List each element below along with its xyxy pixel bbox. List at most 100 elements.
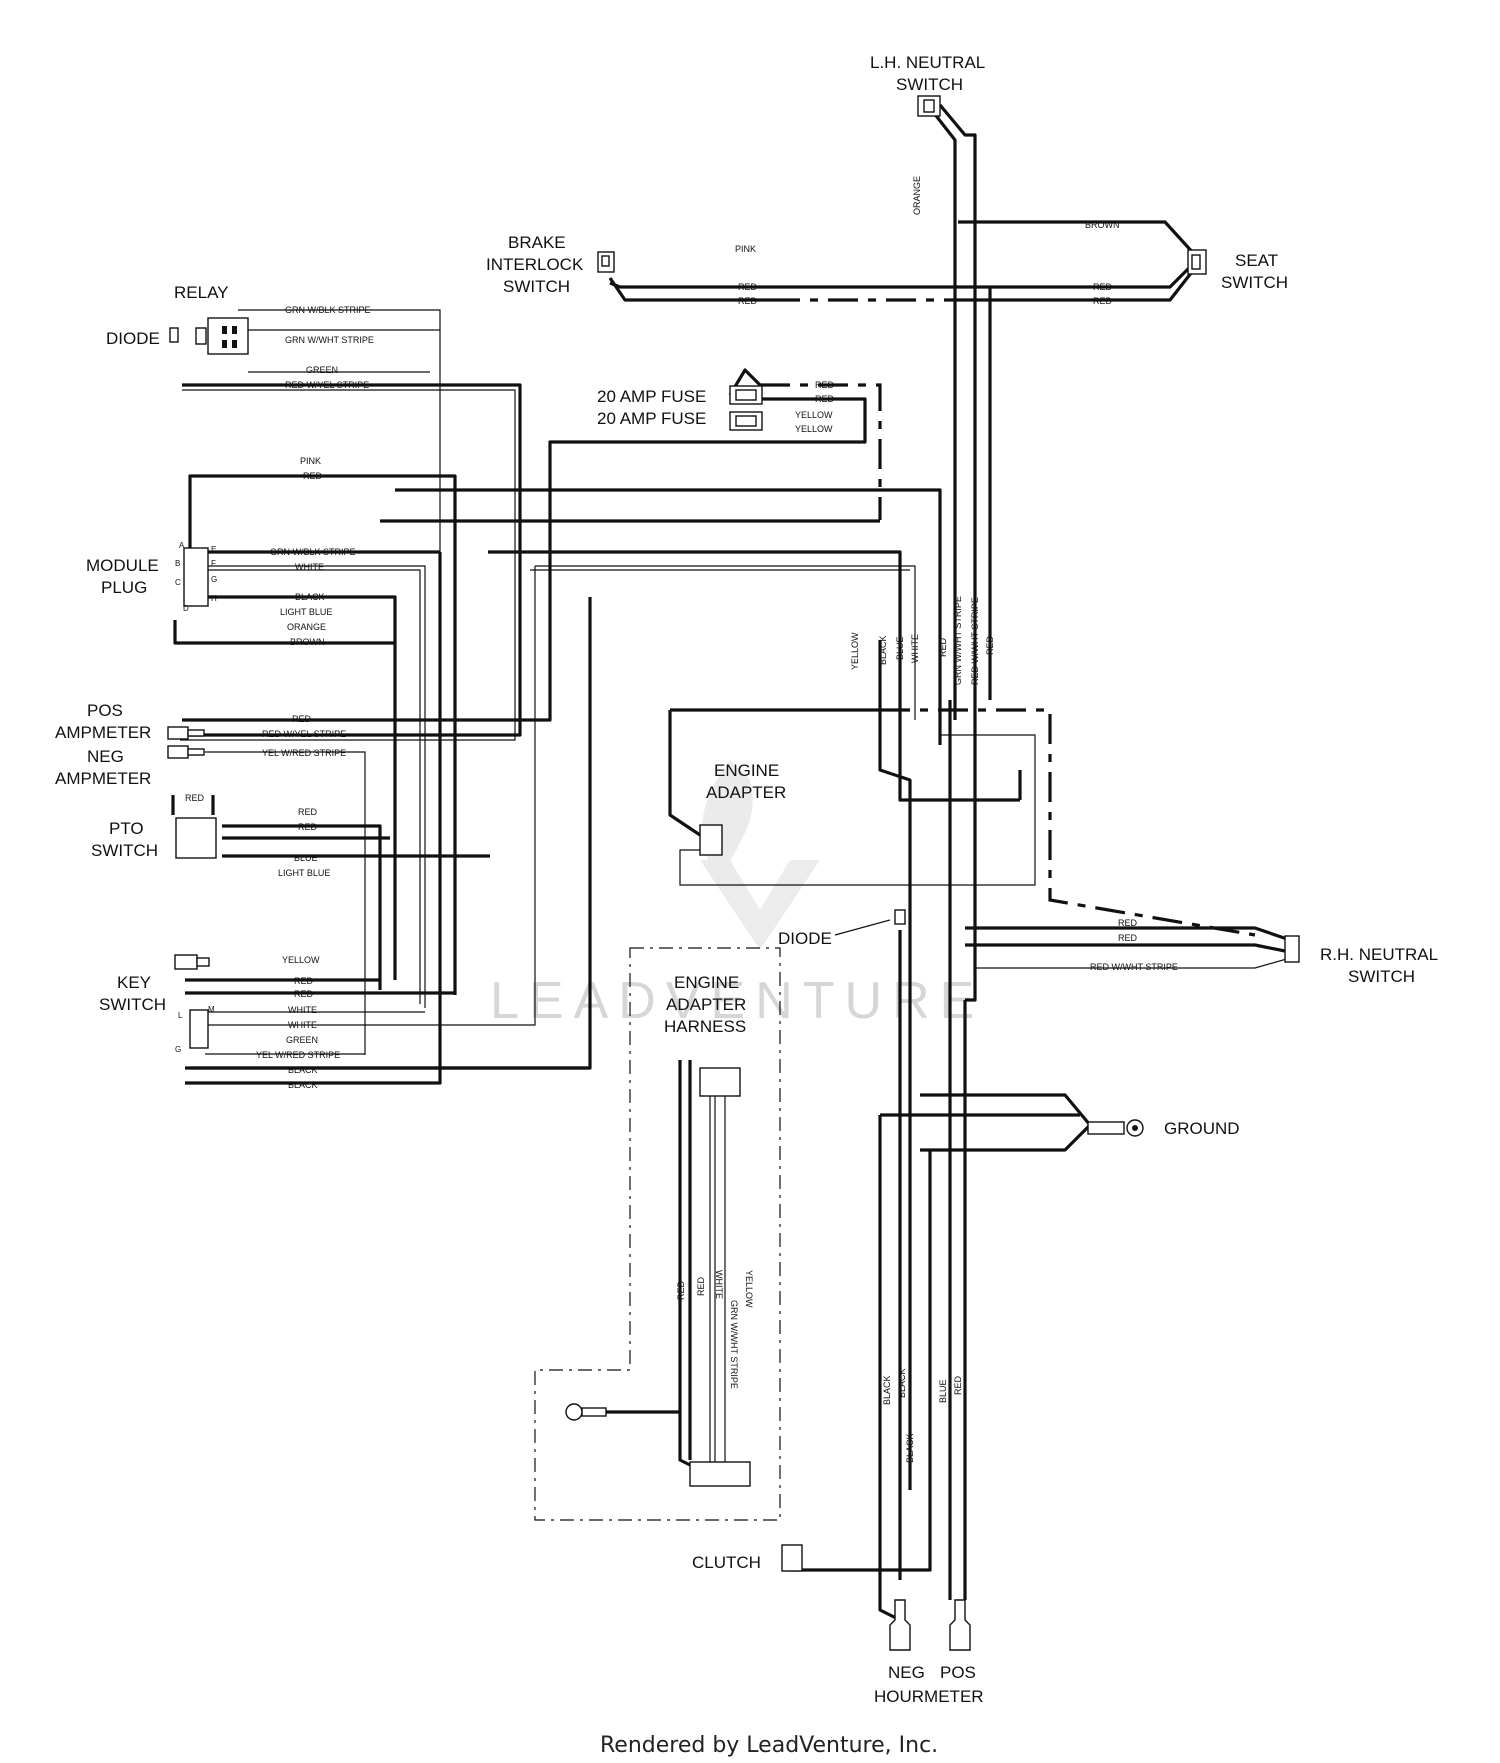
module-plug-label-2: PLUG xyxy=(101,578,147,597)
lh-neutral-switch-label-1: L.H. NEUTRAL xyxy=(870,53,985,72)
pos-ammeter-terminal xyxy=(167,726,205,740)
pto-switch-connector xyxy=(175,817,217,859)
rh-neutral-switch-label-2: SWITCH xyxy=(1348,967,1415,986)
wire-label-relay-green: GREEN xyxy=(306,365,338,375)
clutch-label: CLUTCH xyxy=(692,1553,761,1572)
wire-label-v-blue: BLUE xyxy=(895,636,905,660)
rh-neutral-switch-label-1: R.H. NEUTRAL xyxy=(1320,945,1438,964)
brake-interlock-label-1: BRAKE xyxy=(508,233,566,252)
wire-label-fuse-red-2: RED xyxy=(815,394,835,404)
wire-label-module-white: WHITE xyxy=(295,562,324,572)
wire-label-v-grn-wht: GRN W/WHT STRIPE xyxy=(953,596,963,685)
neg-hourmeter-terminal xyxy=(889,1599,911,1651)
wire-label-v-white: WHITE xyxy=(910,634,920,663)
wire-label-key-red-2: RED xyxy=(294,989,314,999)
wire-label-orange-vertical: ORANGE xyxy=(912,176,922,215)
footer-credit: Rendered by LeadVenture, Inc. xyxy=(600,1733,938,1758)
wire-label-bottom-black-3: BLACK xyxy=(905,1433,915,1463)
seat-switch-connector xyxy=(1187,249,1207,275)
wire-label-key-white-1: WHITE xyxy=(288,1005,317,1015)
ground-ring-terminal xyxy=(1087,1119,1144,1137)
wire-label-harness-grn-wht: GRN W/WHT STRIPE xyxy=(729,1300,739,1389)
relay-diode-label: DIODE xyxy=(106,329,160,348)
seat-switch-label-1: SEAT xyxy=(1235,251,1278,270)
watermark-text: LEADVENTURE xyxy=(490,972,984,1030)
wire-label-fuse-yellow-2: YELLOW xyxy=(795,424,833,434)
wire-label-key-white-2: WHITE xyxy=(288,1020,317,1030)
ground-label: GROUND xyxy=(1164,1119,1240,1138)
wire-label-fuse-red-1: RED xyxy=(815,380,835,390)
wire-label-rh-red-2: RED xyxy=(1118,933,1138,943)
wire-label-v-red: RED xyxy=(938,637,948,657)
wire-label-key-yellow: YELLOW xyxy=(282,955,320,965)
module-pin-b: B xyxy=(175,559,180,568)
hourmeter-label: HOURMETER xyxy=(874,1687,984,1706)
wire-label-relay-red-yel: RED W/YEL STRIPE xyxy=(285,380,369,390)
wire-label-harness-white: WHITE xyxy=(714,1270,724,1299)
harness-bottom-connector xyxy=(689,1461,751,1487)
module-pin-e: E xyxy=(211,545,216,554)
pos-hourmeter-terminal xyxy=(949,1599,971,1651)
module-pin-a: A xyxy=(179,541,185,550)
wire-label-rh-red-1: RED xyxy=(1118,918,1138,928)
module-pin-h: H xyxy=(211,594,217,603)
wire-label-pto-red-1: RED xyxy=(298,807,318,817)
pos-hourmeter-label: POS xyxy=(940,1663,976,1682)
pos-ammeter-label-1: POS xyxy=(87,701,123,720)
fuse-1-label: 20 AMP FUSE xyxy=(597,387,706,406)
module-pin-c: C xyxy=(175,578,181,587)
wire-label-fuse-yellow-1: YELLOW xyxy=(795,410,833,420)
wire-label-red-seat-2: RED xyxy=(1093,296,1113,306)
clutch-connector xyxy=(781,1544,803,1572)
seat-switch-label-2: SWITCH xyxy=(1221,273,1288,292)
module-plug-connector xyxy=(183,547,209,607)
engine-diode-symbol xyxy=(834,909,906,936)
neg-ammeter-terminal xyxy=(167,745,205,759)
pos-ammeter-label-2: AMPMETER xyxy=(55,723,151,742)
engine-adapter-label-1: ENGINE xyxy=(714,761,779,780)
wire-label-amp-red: RED xyxy=(292,714,312,724)
key-switch-yellow-terminal xyxy=(174,954,210,970)
module-pin-d: D xyxy=(183,604,189,613)
relay-diode-symbol xyxy=(169,327,179,343)
wire-label-rh-red-wht: RED W/WHT STRIPE xyxy=(1090,962,1178,972)
wire-label-key-red-1: RED xyxy=(294,976,314,986)
wire-label-harness-yellow: YELLOW xyxy=(744,1270,754,1308)
wire-label-pink-top: PINK xyxy=(735,244,756,254)
wire-label-bottom-black-2: BLACK xyxy=(897,1368,907,1398)
wire-label-module-black: BLACK xyxy=(295,592,325,602)
wire-label-module-grn-blk: GRN W/BLK STRIPE xyxy=(270,547,356,557)
fuse-1-symbol xyxy=(729,385,763,405)
key-switch-connector xyxy=(189,1009,209,1049)
wire-label-module-light-blue: LIGHT BLUE xyxy=(280,607,332,617)
wire-label-pto-red-2: RED xyxy=(298,822,318,832)
wire-label-pto-light-blue: LIGHT BLUE xyxy=(278,868,330,878)
engine-adapter-harness-outline xyxy=(534,947,781,1521)
key-pin-g: G xyxy=(175,1045,181,1054)
brake-interlock-label-2: INTERLOCK xyxy=(486,255,584,274)
engine-adapter-connector xyxy=(699,824,723,856)
module-pin-g: G xyxy=(211,575,217,584)
wire-label-module-red: RED xyxy=(303,471,323,481)
key-switch-label-2: SWITCH xyxy=(99,995,166,1014)
key-pin-m: M xyxy=(208,1005,215,1014)
engine-diode-label: DIODE xyxy=(778,929,832,948)
rh-neutral-switch-connector xyxy=(1284,935,1300,963)
wire-label-red-brake-2: RED xyxy=(738,296,758,306)
wire-label-amp-red-yel: RED W/YEL STRIPE xyxy=(262,729,346,739)
wire-label-red-seat-1: RED xyxy=(1093,282,1113,292)
brake-interlock-connector xyxy=(597,251,615,273)
engine-adapter-harness-label-2: ADAPTER xyxy=(666,995,746,1014)
wire-label-bottom-red: RED xyxy=(953,1375,963,1395)
wire-label-harness-red-1: RED xyxy=(676,1280,686,1300)
wire-label-key-yel-red: YEL W/RED STRIPE xyxy=(256,1050,340,1060)
fuse-2-label: 20 AMP FUSE xyxy=(597,409,706,428)
fuse-2-symbol xyxy=(729,411,763,431)
wire-label-bottom-blue: BLUE xyxy=(938,1379,948,1403)
lh-neutral-switch-label-2: SWITCH xyxy=(896,75,963,94)
wire-label-bottom-black-1: BLACK xyxy=(882,1375,892,1405)
wire-label-key-green: GREEN xyxy=(286,1035,318,1045)
wire-label-amp-yel-red: YEL W/RED STRIPE xyxy=(262,748,346,758)
wire-label-pto-blue: BLUE xyxy=(294,853,318,863)
